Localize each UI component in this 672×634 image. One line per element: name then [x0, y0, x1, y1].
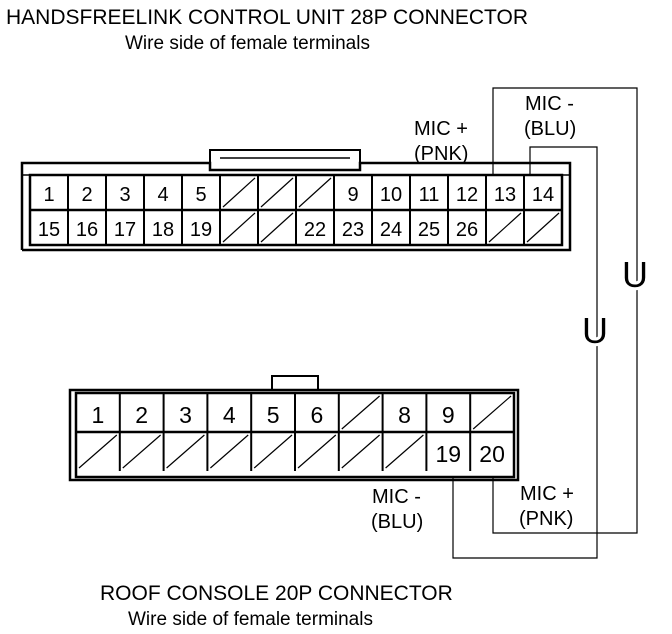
bottom-connector-empty-cavity — [341, 395, 380, 430]
top-connector-pin-label: 11 — [419, 184, 440, 206]
top-connector-empty-cavity — [222, 212, 256, 243]
top-connector-shell — [20, 161, 572, 252]
bottom-connector-title: ROOF CONSOLE 20P CONNECTOR — [100, 582, 453, 605]
bottom-connector-empty-cavity — [210, 434, 249, 469]
twist-symbol-inner: U — [582, 310, 608, 351]
top-connector-pin-label: 13 — [494, 184, 516, 206]
top-connector-empty-cavity — [526, 212, 560, 243]
bottom-connector-pin-label: 4 — [223, 402, 236, 428]
top-connector-subtitle: Wire side of female terminals — [125, 33, 370, 54]
wire-mic-plus-pnk — [492, 87, 638, 534]
top-connector-empty-cavity — [260, 212, 294, 243]
top-connector-empty-cavity — [222, 177, 256, 208]
top-connector-pin-label: 1 — [43, 184, 54, 206]
mic-minus-top-label: MIC - — [525, 93, 574, 115]
top-connector-pin-label: 5 — [195, 184, 206, 206]
top-connector-pin-label: 24 — [380, 219, 402, 241]
mic-minus-top-color: (BLU) — [524, 118, 576, 140]
top-connector-pin-label: 9 — [347, 184, 358, 206]
mic-plus-bottom-color: (PNK) — [519, 508, 573, 530]
top-connector-pin-label: 4 — [157, 184, 168, 206]
top-connector-pin-label: 15 — [38, 219, 60, 241]
bottom-connector-pin-label: 19 — [436, 441, 462, 467]
bottom-connector-shell — [68, 388, 520, 482]
bottom-connector-pin-label: 6 — [311, 402, 324, 428]
mic-minus-bottom-label: MIC - — [372, 486, 421, 508]
bottom-connector-empty-cavity — [297, 434, 337, 469]
bottom-connector-empty-cavity — [122, 434, 161, 469]
top-connector-latch — [209, 149, 361, 171]
top-connector-pin-label: 19 — [190, 219, 212, 241]
bottom-connector-pin-label: 3 — [179, 402, 192, 428]
bottom-connector-empty-cavity — [253, 434, 293, 469]
bottom-connector-empty-cavity — [472, 395, 512, 430]
bottom-connector-pin-label: 5 — [267, 402, 280, 428]
bottom-connector-empty-cavity — [341, 434, 380, 469]
bottom-connector-empty-cavity — [78, 434, 118, 469]
mic-plus-top-label: MIC + — [414, 118, 468, 140]
top-connector-pin-label: 2 — [81, 184, 92, 206]
bottom-connector — [68, 375, 520, 482]
top-connector-pin-label: 10 — [380, 184, 402, 206]
twist-symbol-outer: U — [622, 254, 648, 295]
top-connector-empty-cavity — [298, 177, 332, 208]
top-connector — [20, 149, 572, 252]
top-connector-pin-label: 23 — [342, 219, 364, 241]
wire-mic-minus-blu — [452, 146, 598, 559]
wires — [452, 87, 638, 559]
bottom-connector-pin-label: 9 — [442, 402, 455, 428]
bottom-connector-pin-label: 8 — [398, 402, 411, 428]
top-connector-pin-label: 22 — [304, 219, 326, 241]
top-connector-pin-label: 14 — [532, 184, 554, 206]
mic-plus-bottom-label: MIC + — [520, 483, 574, 505]
top-connector-pin-label: 3 — [119, 184, 130, 206]
top-connector-pin-label: 17 — [114, 219, 136, 241]
top-connector-title: HANDSFREELINK CONTROL UNIT 28P CONNECTOR — [6, 6, 528, 29]
bottom-connector-empty-cavity — [385, 434, 424, 469]
bottom-connector-pin-label: 1 — [92, 402, 105, 428]
bottom-connector-pin-label: 20 — [479, 441, 505, 467]
top-connector-pin-label: 12 — [456, 184, 478, 206]
top-connector-pin-label: 25 — [418, 219, 440, 241]
top-connector-empty-cavity — [260, 177, 294, 208]
mic-minus-bottom-color: (BLU) — [371, 511, 423, 533]
bottom-connector-empty-cavity — [166, 434, 205, 469]
top-connector-pin-label: 18 — [152, 219, 174, 241]
top-connector-empty-cavity — [488, 212, 522, 243]
top-connector-pin-label: 16 — [76, 219, 98, 241]
bottom-connector-pin-label: 2 — [135, 402, 148, 428]
bottom-connector-latch — [271, 375, 319, 391]
top-connector-pin-label: 26 — [456, 219, 478, 241]
mic-plus-top-color: (PNK) — [414, 143, 468, 165]
bottom-connector-subtitle: Wire side of female terminals — [128, 609, 373, 630]
